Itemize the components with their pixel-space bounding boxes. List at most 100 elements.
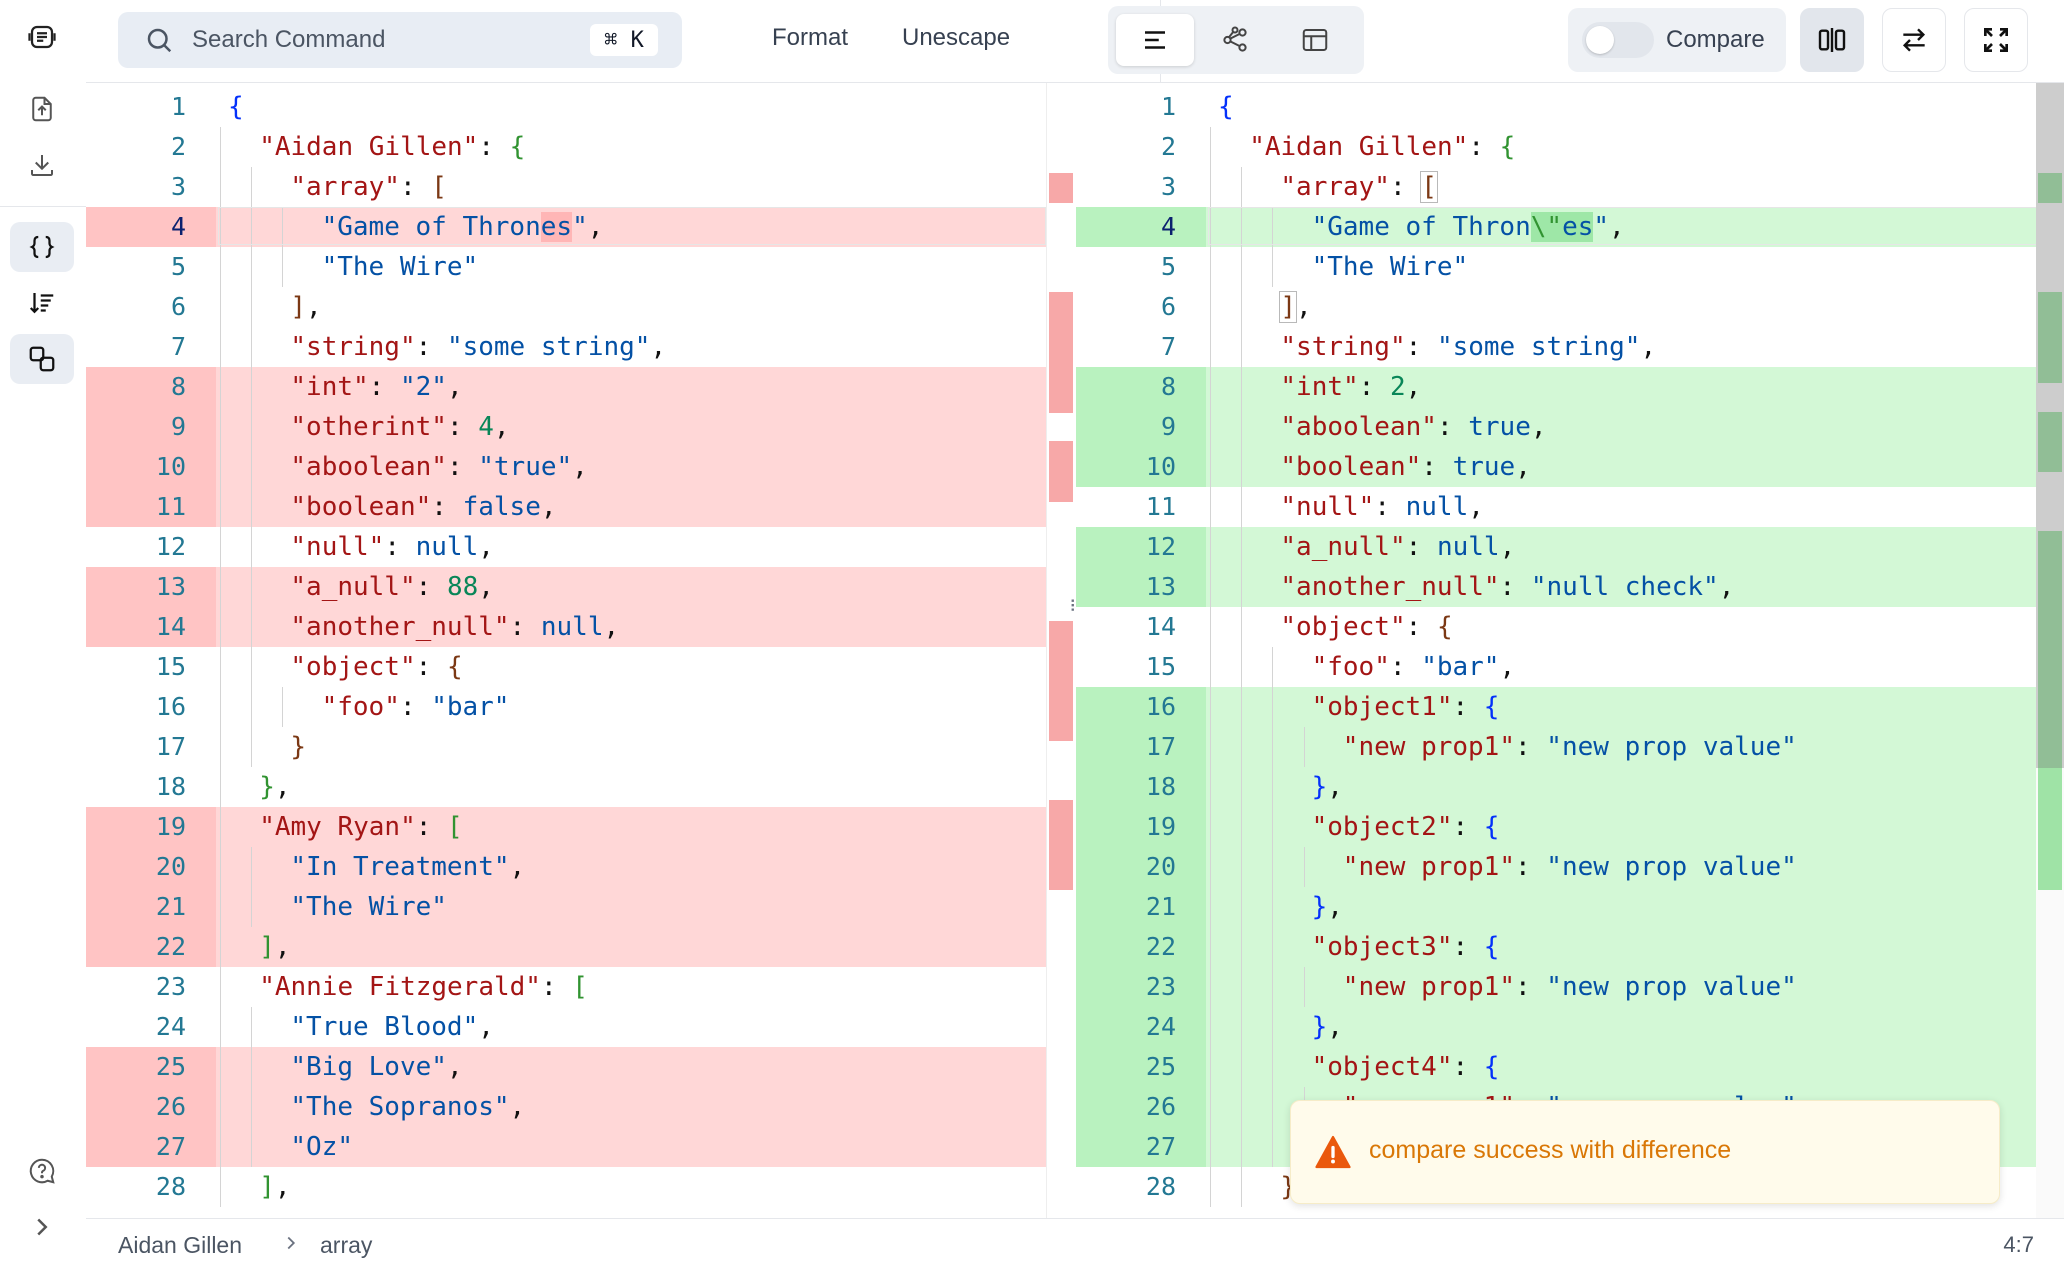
text-mode-button[interactable] bbox=[10, 222, 74, 272]
code-line[interactable]: 20"new prop1": "new prop value" bbox=[1076, 847, 2037, 887]
code-line[interactable]: 22], bbox=[86, 927, 1046, 967]
diff-marker bbox=[2038, 829, 2062, 861]
code-line[interactable]: 24}, bbox=[1076, 1007, 2037, 1047]
breadcrumb-item[interactable]: array bbox=[320, 1232, 373, 1258]
code-line[interactable]: 11"null": null, bbox=[1076, 487, 2037, 527]
code-line[interactable]: 10"aboolean": "true", bbox=[86, 447, 1046, 487]
breadcrumb-item[interactable]: Aidan Gillen bbox=[118, 1232, 243, 1258]
search-box[interactable]: ⌘ K bbox=[118, 12, 682, 68]
code-line[interactable]: 25"Big Love", bbox=[86, 1047, 1046, 1087]
code-line[interactable]: 10"boolean": true, bbox=[1076, 447, 2037, 487]
fullscreen-button[interactable] bbox=[1964, 8, 2028, 72]
code-token: : bbox=[1389, 652, 1422, 682]
text-view-button[interactable] bbox=[1116, 14, 1194, 66]
code-line[interactable]: 17"new prop1": "new prop value" bbox=[1076, 727, 2037, 767]
code-line[interactable]: 6], bbox=[1076, 287, 2037, 327]
code-line[interactable]: 21}, bbox=[1076, 887, 2037, 927]
code-line[interactable]: 12"null": null, bbox=[86, 527, 1046, 567]
scrollbar-thumb[interactable] bbox=[2036, 83, 2064, 768]
compare-mode-button[interactable] bbox=[10, 334, 74, 384]
code-line[interactable]: 5"The Wire" bbox=[1076, 247, 2037, 287]
search-input[interactable] bbox=[190, 25, 494, 55]
unescape-button[interactable]: Unescape bbox=[902, 24, 1011, 51]
code-line[interactable]: 24"True Blood", bbox=[86, 1007, 1046, 1047]
code-line[interactable]: 27"Oz" bbox=[86, 1127, 1046, 1167]
code-line[interactable]: 9"otherint": 4, bbox=[86, 407, 1046, 447]
code-line[interactable]: 11"boolean": false, bbox=[86, 487, 1046, 527]
download-button[interactable] bbox=[10, 140, 74, 190]
indent-guide bbox=[1241, 1127, 1243, 1167]
code-line[interactable]: 8"int": 2, bbox=[1076, 367, 2037, 407]
code-token: " bbox=[1593, 212, 1610, 242]
line-number: 28 bbox=[155, 1172, 186, 1201]
format-button[interactable]: Format bbox=[772, 24, 849, 51]
code-line[interactable]: 1{ bbox=[86, 87, 1046, 127]
compare-toggle[interactable] bbox=[1582, 22, 1654, 58]
help-button[interactable] bbox=[10, 1146, 74, 1196]
expand-sidebar-button[interactable] bbox=[10, 1202, 74, 1252]
code-line[interactable]: 7"string": "some string", bbox=[86, 327, 1046, 367]
code-text: "string": "some string", bbox=[290, 327, 666, 367]
code-token: : bbox=[1452, 1052, 1484, 1082]
code-line[interactable]: 2"Aidan Gillen": { bbox=[86, 127, 1046, 167]
code-line[interactable]: 21"The Wire" bbox=[86, 887, 1046, 927]
code-line[interactable]: 22"object3": { bbox=[1076, 927, 2037, 967]
code-line[interactable]: 16"object1": { bbox=[1076, 687, 2037, 727]
code-text: "The Wire" bbox=[322, 247, 479, 287]
graph-view-button[interactable] bbox=[1196, 14, 1274, 66]
swap-button[interactable] bbox=[1882, 8, 1946, 72]
code-token: } bbox=[1311, 772, 1328, 802]
import-button[interactable] bbox=[10, 84, 74, 134]
left-editor[interactable]: 1{2"Aidan Gillen": {3"array": [4"Game of… bbox=[86, 83, 1046, 1218]
code-line[interactable]: 14"another_null": null, bbox=[86, 607, 1046, 647]
sort-button[interactable] bbox=[10, 278, 74, 328]
code-token: 4 bbox=[478, 412, 494, 442]
code-line[interactable]: 17} bbox=[86, 727, 1046, 767]
indent-guide bbox=[1210, 167, 1211, 207]
table-view-button[interactable] bbox=[1276, 14, 1354, 66]
code-line[interactable]: 4"Game of Thron\"es", bbox=[1076, 207, 2037, 247]
code-line[interactable]: 12"a_null": null, bbox=[1076, 527, 2037, 567]
split-view-button[interactable] bbox=[1800, 8, 1864, 72]
code-line[interactable]: 23"Annie Fitzgerald": [ bbox=[86, 967, 1046, 1007]
code-line[interactable]: 28], bbox=[86, 1167, 1046, 1207]
code-line[interactable]: 5"The Wire" bbox=[86, 247, 1046, 287]
code-token: , bbox=[478, 532, 494, 562]
code-line[interactable]: 14"object": { bbox=[1076, 607, 2037, 647]
code-line[interactable]: 19"object2": { bbox=[1076, 807, 2037, 847]
code-line[interactable]: 18}, bbox=[1076, 767, 2037, 807]
indent-guide bbox=[1303, 727, 1305, 767]
code-line[interactable]: 9"aboolean": true, bbox=[1076, 407, 2037, 447]
code-line[interactable]: 15"object": { bbox=[86, 647, 1046, 687]
code-line[interactable]: 23"new prop1": "new prop value" bbox=[1076, 967, 2037, 1007]
code-line[interactable]: 16"foo": "bar" bbox=[86, 687, 1046, 727]
code-token: "object2" bbox=[1311, 812, 1453, 842]
code-line[interactable]: 8"int": "2", bbox=[86, 367, 1046, 407]
code-line[interactable]: 2"Aidan Gillen": { bbox=[1076, 127, 2037, 167]
code-line[interactable]: 3"array": [ bbox=[86, 167, 1046, 207]
code-line[interactable]: 19"Amy Ryan": [ bbox=[86, 807, 1046, 847]
right-editor[interactable]: 1{2"Aidan Gillen": {3"array": [4"Game of… bbox=[1076, 83, 2037, 1218]
app-logo[interactable] bbox=[10, 12, 74, 62]
code-line[interactable]: 3"array": [ bbox=[1076, 167, 2037, 207]
sort-icon bbox=[29, 293, 54, 314]
code-line[interactable]: 1{ bbox=[1076, 87, 2037, 127]
code-token: "Aidan Gillen" bbox=[259, 132, 479, 162]
code-line[interactable]: 18}, bbox=[86, 767, 1046, 807]
code-token: : bbox=[431, 492, 463, 522]
code-line[interactable]: 26"The Sopranos", bbox=[86, 1087, 1046, 1127]
code-line[interactable]: 15"foo": "bar", bbox=[1076, 647, 2037, 687]
code-line[interactable]: 7"string": "some string", bbox=[1076, 327, 2037, 367]
code-text: "The Wire" bbox=[1312, 247, 1469, 287]
indent-guide bbox=[220, 247, 221, 287]
code-line[interactable]: 25"object4": { bbox=[1076, 1047, 2037, 1087]
code-token: "aboolean" bbox=[290, 452, 447, 482]
line-number: 25 bbox=[86, 1047, 216, 1087]
right-diff-overview[interactable] bbox=[2036, 83, 2064, 1218]
code-line[interactable]: 13"a_null": 88, bbox=[86, 567, 1046, 607]
code-line[interactable]: 13"another_null": "null check", bbox=[1076, 567, 2037, 607]
code-line[interactable]: 6], bbox=[86, 287, 1046, 327]
code-line[interactable]: 4"Game of Thrones", bbox=[86, 207, 1046, 247]
code-token: "new prop value" bbox=[1546, 852, 1797, 882]
code-line[interactable]: 20"In Treatment", bbox=[86, 847, 1046, 887]
